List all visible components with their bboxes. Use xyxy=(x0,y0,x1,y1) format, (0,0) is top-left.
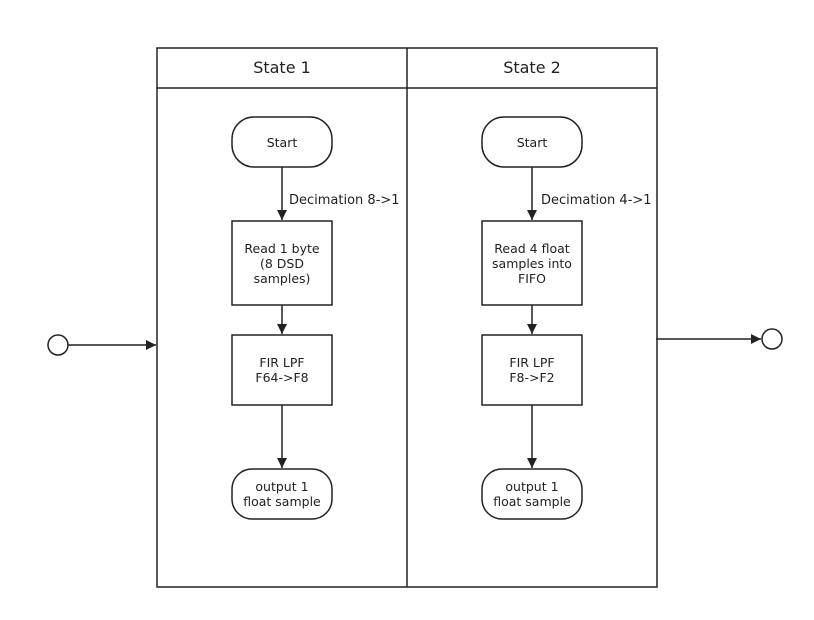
lane-title-state-1: State 1 xyxy=(253,58,311,77)
s1-output-label: output 1 float sample xyxy=(243,479,321,509)
final-node xyxy=(761,328,783,350)
s2-fir-shape xyxy=(481,334,583,406)
s2-start-label: Start xyxy=(516,134,548,150)
s2-fir-label: FIR LPF F8->F2 xyxy=(509,355,555,385)
s2-output-shape xyxy=(481,468,583,520)
s1-decimation-label: Decimation 8->1 xyxy=(289,193,400,208)
s1-read-label: Read 1 byte (8 DSD samples) xyxy=(244,240,320,286)
initial-node xyxy=(47,334,69,356)
s2-output-label: output 1 float sample xyxy=(493,479,571,509)
lane-title-state-2: State 2 xyxy=(503,58,561,77)
s2-decimation-label: Decimation 4->1 xyxy=(541,193,652,208)
s2-read-label: Read 4 float samples into FIFO xyxy=(492,240,572,286)
s1-output-shape xyxy=(231,468,333,520)
s1-fir-shape xyxy=(231,334,333,406)
s1-start-label: Start xyxy=(266,134,298,150)
s1-fir-label: FIR LPF F64->F8 xyxy=(255,355,309,385)
